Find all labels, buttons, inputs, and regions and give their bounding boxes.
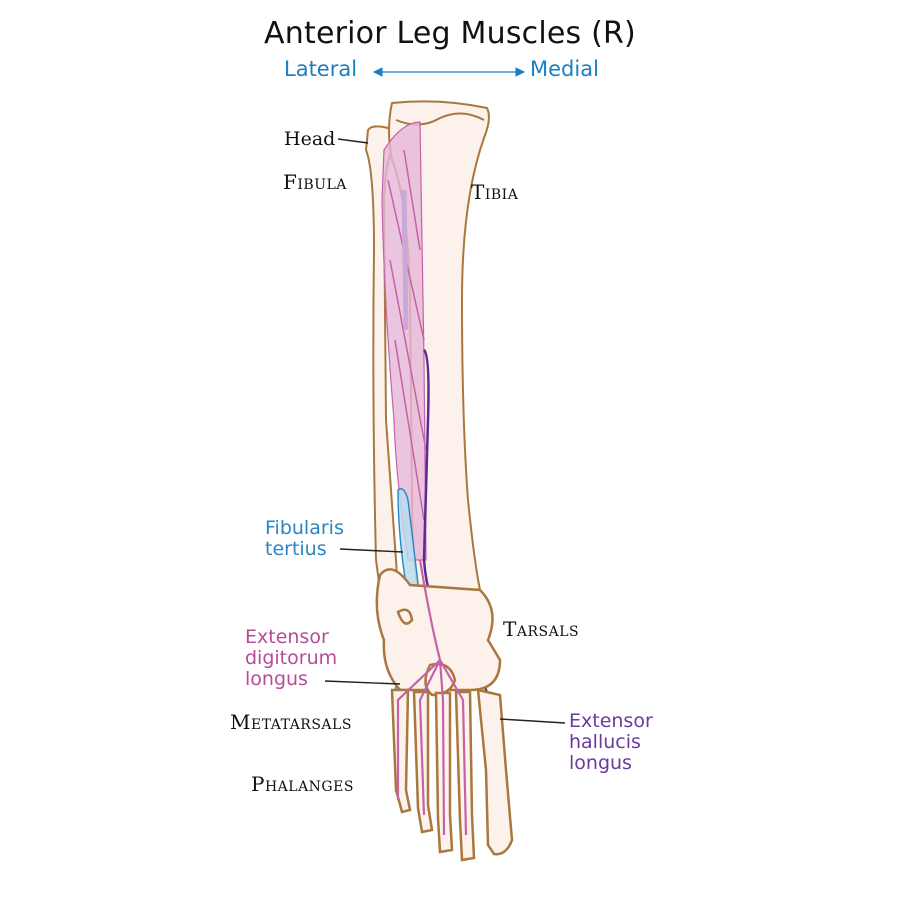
ehl-line2: hallucis	[569, 731, 641, 753]
head-label: Head	[284, 128, 336, 150]
ehl-line1: Extensor	[569, 710, 653, 732]
ehl-leader-line	[499, 718, 566, 724]
extensor-hallucis-longus-label: Extensor hallucis longus	[569, 711, 653, 774]
ehl-line3: longus	[569, 752, 632, 774]
fibularis-tertius-line1: Fibularis	[265, 517, 344, 539]
tibialis-anterior-muscle	[381, 121, 427, 561]
medial-label: Medial	[530, 57, 599, 81]
edl-leader-line	[324, 680, 401, 685]
fibularis-tertius-label: Fibularis tertius	[265, 518, 344, 560]
double-arrow-icon	[372, 67, 526, 77]
edl-line3: longus	[245, 668, 308, 690]
head-leader-line	[337, 138, 369, 144]
edl-line1: Extensor	[245, 626, 329, 648]
fibularis-tertius-leader-line	[339, 548, 404, 553]
lateral-label: Lateral	[284, 57, 358, 81]
extensor-digitorum-longus-label: Extensor digitorum longus	[245, 627, 337, 690]
metatarsals-label: Metatarsals	[230, 710, 352, 734]
tibia-label: Tibia	[471, 180, 519, 204]
metatarsal-phalanx-bones	[390, 688, 514, 862]
tarsals-label: Tarsals	[503, 617, 580, 641]
fibula-label: Fibula	[283, 170, 347, 194]
extensor-digitorum-longus-tendons	[396, 559, 468, 836]
diagram-title: Anterior Leg Muscles (R)	[264, 16, 636, 51]
fibularis-tertius-line2: tertius	[265, 538, 327, 560]
tarsal-bones	[375, 568, 502, 697]
phalanges-label: Phalanges	[251, 772, 354, 796]
edl-line2: digitorum	[245, 647, 338, 669]
